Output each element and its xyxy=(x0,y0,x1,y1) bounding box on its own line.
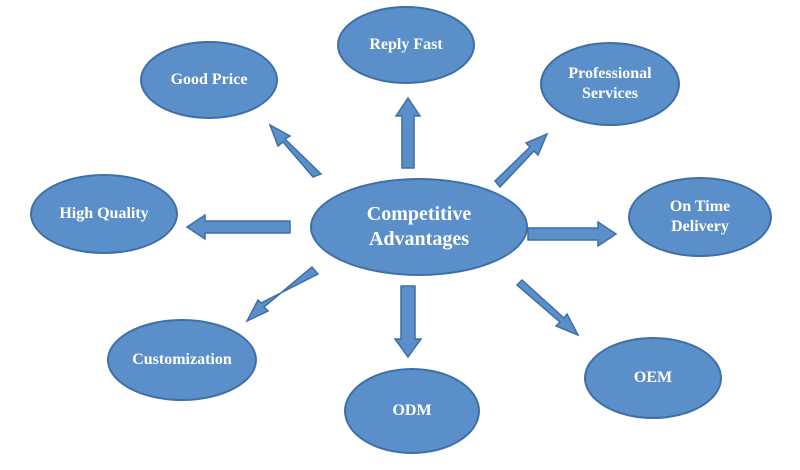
arrow-to-reply-fast xyxy=(394,96,422,169)
center-line-2: Advantages xyxy=(368,228,469,250)
node-high-quality: High Quality xyxy=(30,174,178,254)
node-on-time-delivery-line-2: Delivery xyxy=(671,218,729,235)
node-oem: OEM xyxy=(584,337,722,419)
node-on-time-delivery: On Time Delivery xyxy=(628,177,772,257)
node-oem-label: OEM xyxy=(633,369,673,386)
node-reply-fast: Reply Fast xyxy=(337,6,475,84)
arrow-to-oem xyxy=(515,278,580,337)
node-professional-services-line-1: Professional xyxy=(568,65,652,82)
node-good-price: Good Price xyxy=(140,41,278,119)
arrow-to-good-price xyxy=(268,123,323,178)
node-professional-services-line-2: Services xyxy=(582,85,638,102)
arrow-to-high-quality xyxy=(185,213,291,241)
node-on-time-delivery-line-1: On Time xyxy=(669,198,731,215)
arrow-to-odm xyxy=(393,285,423,359)
center-line-1: Competitive xyxy=(366,203,472,225)
node-good-price-label: Good Price xyxy=(170,71,248,88)
node-odm: ODM xyxy=(344,368,480,454)
node-high-quality-label: High Quality xyxy=(59,205,149,222)
node-reply-fast-label: Reply Fast xyxy=(369,36,443,53)
arrow-to-customization xyxy=(245,265,320,323)
node-odm-label: ODM xyxy=(392,402,432,419)
arrow-to-professional-services xyxy=(493,132,549,189)
node-professional-services: Professional Services xyxy=(540,42,680,126)
node-customization-label: Customization xyxy=(132,351,232,368)
node-customization: Customization xyxy=(107,319,257,401)
arrow-to-on-time-delivery xyxy=(527,220,618,248)
center-node-competitive-advantages: Competitive Advantages xyxy=(310,178,528,276)
